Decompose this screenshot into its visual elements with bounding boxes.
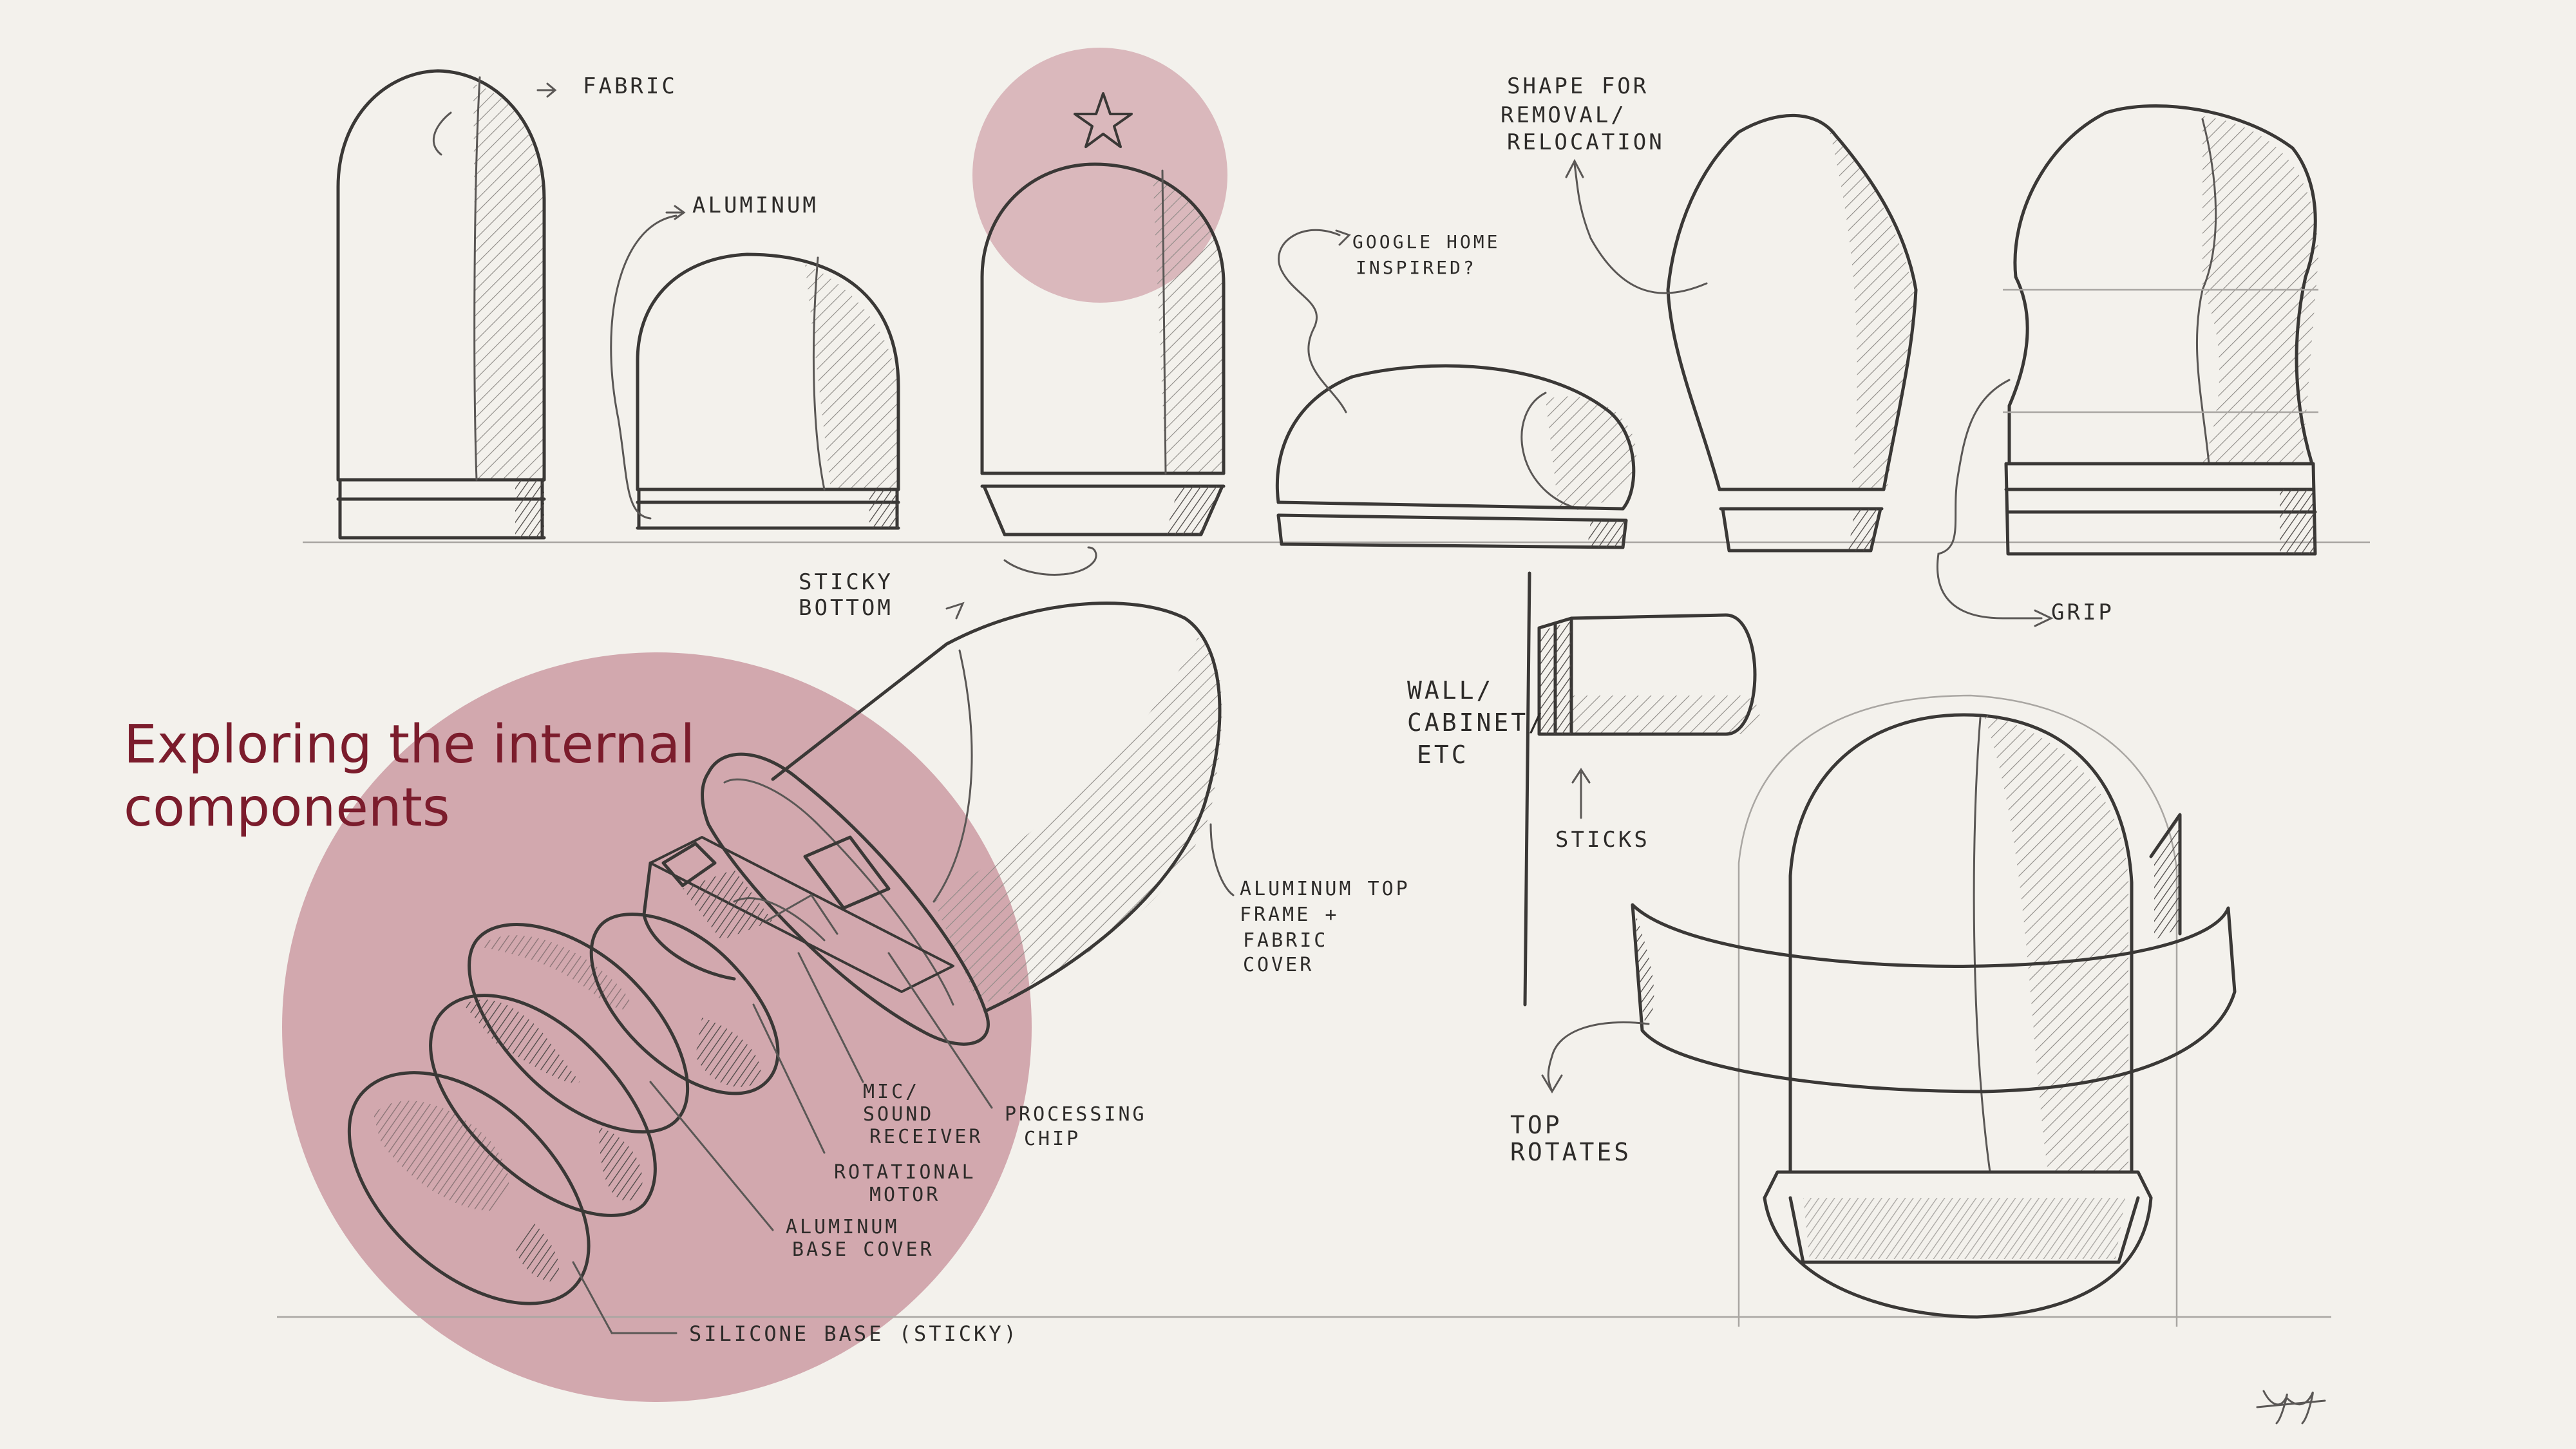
signature-mark [2256,1390,2326,1425]
sketch-grip-capsule [1937,104,2318,627]
label-top-frame-2: FRAME + [1240,904,1339,926]
sketch-angled-capsule [1565,113,1918,553]
label-base-cover-2: BASE COVER [792,1238,934,1261]
label-wall-3: ETC [1417,741,1469,769]
sketch-google-home [1275,229,1636,549]
sketch-tall-capsule [336,69,546,540]
star-icon [1074,92,1133,148]
label-fabric: FABRIC [583,73,677,99]
label-google-home-2: INSPIRED? [1356,257,1477,278]
label-silicone: SILICONE BASE (STICKY) [689,1321,1019,1346]
label-mic-1: MIC/ [863,1081,920,1103]
label-shape-2: REMOVAL/ [1501,102,1627,128]
label-sticky-1: STICKY [799,569,893,595]
label-base-cover-1: ALUMINUM [786,1216,900,1238]
label-wall-2: CABINET/ [1407,708,1546,737]
sketch-rotating-top [1541,694,2237,1327]
exploded-internals [347,823,1235,1334]
label-processing-2: CHIP [1024,1128,1081,1150]
exploded-shell [701,546,1222,1046]
label-google-home-1: GOOGLE HOME [1352,231,1500,252]
label-grip: GRIP [2051,600,2114,625]
label-processing-1: PROCESSING [1005,1103,1147,1126]
caption-title: Exploring the internal components [124,714,703,840]
label-rotational-1: ROTATIONAL [834,1161,976,1184]
label-sticky-2: BOTTOM [799,595,893,621]
sketch-short-capsule [610,214,900,530]
label-top-frame-4: COVER [1243,954,1314,976]
label-top-frame-1: ALUMINUM TOP [1240,878,1410,900]
label-shape-1: SHAPE FOR [1507,73,1649,99]
label-mic-2: SOUND [863,1103,934,1126]
caption-line-1: Exploring the internal [124,714,696,775]
label-wall-1: WALL/ [1407,676,1493,705]
label-top-frame-3: FABRIC [1243,929,1328,952]
label-aluminum: ALUMINUM [692,193,819,218]
caption-line-2: components [124,777,450,838]
label-top-rotates-1: TOP [1510,1111,1562,1139]
label-mic-3: RECEIVER [869,1126,983,1148]
label-top-rotates-2: ROTATES [1510,1138,1631,1166]
label-rotational-2: MOTOR [869,1184,940,1206]
label-shape-3: RELOCATION [1507,129,1665,155]
label-sticks: STICKS [1555,827,1650,853]
sketch-starred-capsule [980,162,1226,536]
sketch-wall-mount [1523,571,1760,1007]
